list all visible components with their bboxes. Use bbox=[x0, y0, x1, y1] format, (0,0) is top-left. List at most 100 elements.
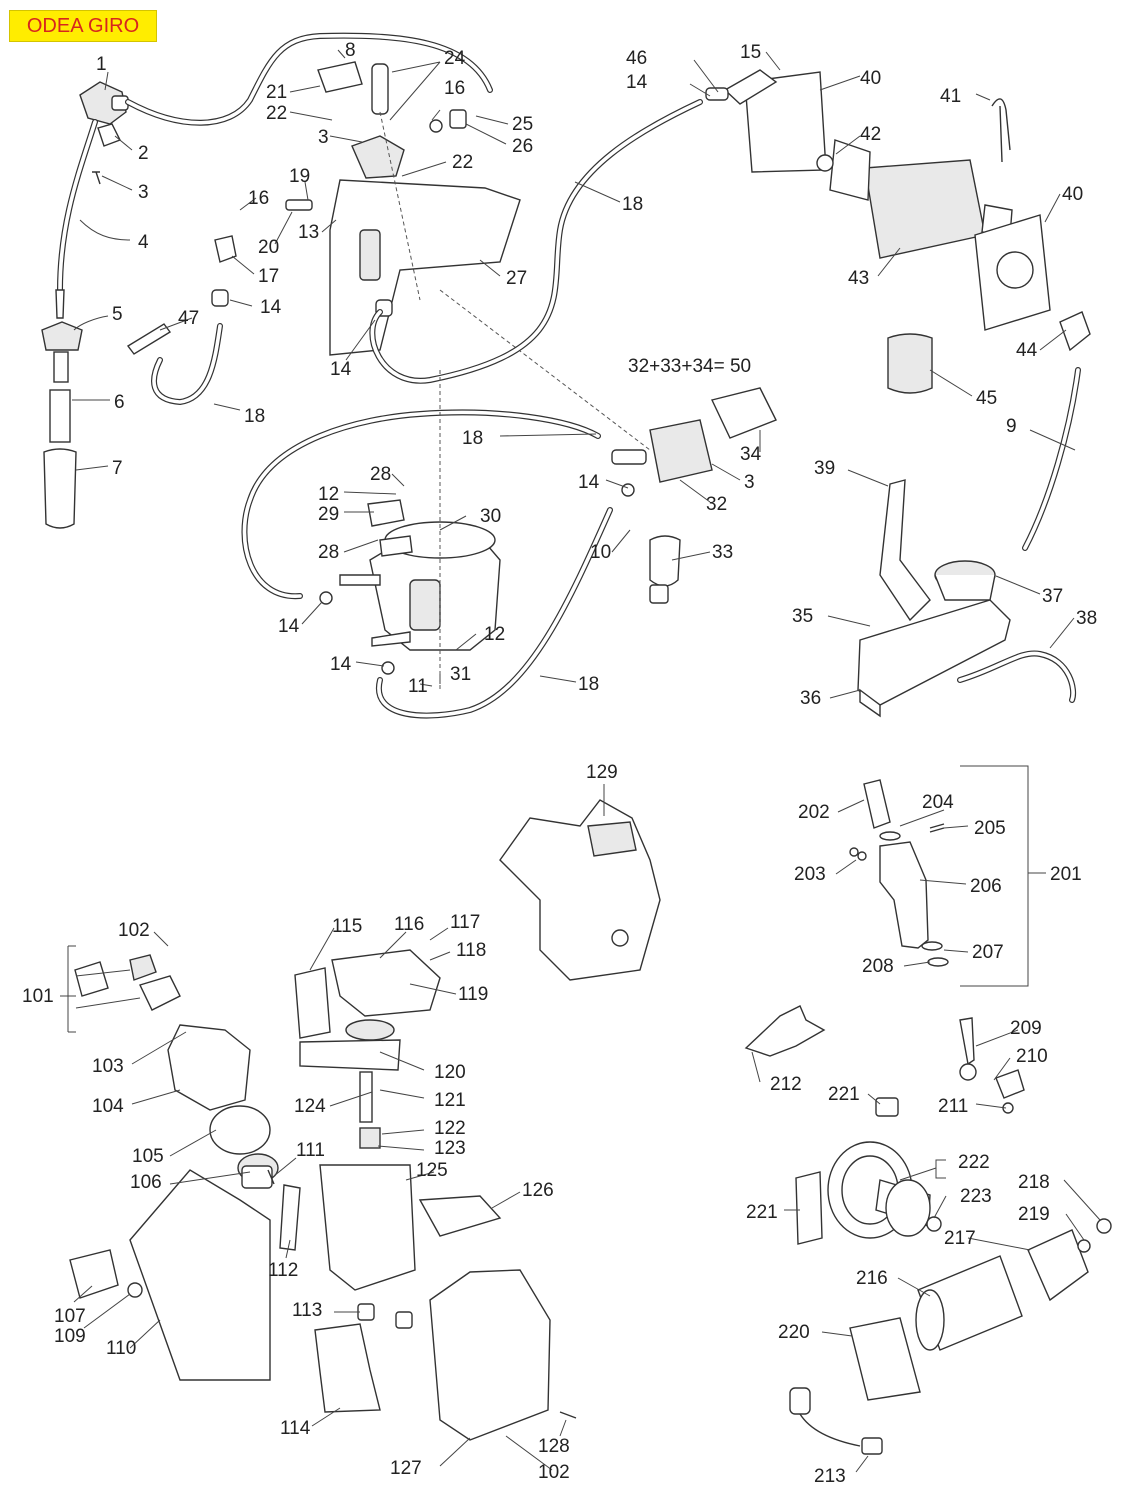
callout-label: 115 bbox=[332, 916, 362, 937]
callout-label: 44 bbox=[1016, 340, 1038, 361]
brew-group-exploded bbox=[69, 949, 577, 1441]
callout-label: 109 bbox=[54, 1326, 86, 1347]
callout-label: 14 bbox=[260, 297, 282, 318]
callout-label: 3 bbox=[318, 127, 329, 148]
callout-label: 116 bbox=[394, 914, 424, 935]
callout-label: 1 bbox=[96, 54, 107, 75]
callout-label: 4 bbox=[138, 232, 149, 253]
callout-label: 110 bbox=[106, 1338, 136, 1359]
callout-label: 31 bbox=[450, 664, 471, 685]
callout-label: 40 bbox=[860, 68, 881, 89]
callout-label: 217 bbox=[944, 1228, 976, 1249]
callout-label: 205 bbox=[974, 818, 1006, 839]
callout-label: 8 bbox=[345, 40, 356, 61]
callout-label: 5 bbox=[112, 304, 123, 325]
callout-label: 120 bbox=[434, 1062, 466, 1083]
callout-label: 2 bbox=[138, 143, 149, 164]
callout-label: 204 bbox=[922, 792, 954, 813]
callout-label: 3 bbox=[744, 472, 755, 493]
callout-label: 208 bbox=[862, 956, 894, 977]
callout-label: 14 bbox=[578, 472, 600, 493]
callout-label: 17 bbox=[258, 266, 279, 287]
callout-label: 18 bbox=[244, 406, 265, 427]
gear-motor-assembly bbox=[744, 1005, 1112, 1455]
callout-label: 122 bbox=[434, 1118, 466, 1139]
callout-label: 125 bbox=[416, 1160, 448, 1181]
callout-label: 106 bbox=[130, 1172, 162, 1193]
callout-label: 27 bbox=[506, 268, 527, 289]
callout-label: 201 bbox=[1050, 864, 1082, 885]
callout-label: 113 bbox=[292, 1300, 322, 1321]
callout-label: 36 bbox=[800, 688, 821, 709]
callout-label: 212 bbox=[770, 1074, 802, 1095]
callout-label: 103 bbox=[92, 1056, 124, 1077]
callout-label: 213 bbox=[814, 1466, 846, 1487]
callout-label: 24 bbox=[444, 48, 466, 69]
callout-label: 107 bbox=[54, 1306, 86, 1327]
callout-label: 222 bbox=[958, 1152, 990, 1173]
callout-label: 10 bbox=[590, 542, 611, 563]
callout-label: 102 bbox=[118, 920, 150, 941]
callout-label: 14 bbox=[330, 654, 352, 675]
callout-label: 6 bbox=[114, 392, 125, 413]
callout-label: 119 bbox=[458, 984, 488, 1005]
callout-label: 15 bbox=[740, 42, 761, 63]
callout-label: 12 bbox=[318, 484, 339, 505]
callout-label: 206 bbox=[970, 876, 1002, 897]
boiler-assembly bbox=[241, 370, 777, 719]
callout-label: 211 bbox=[938, 1096, 968, 1117]
model-title-badge: ODEA GIRO bbox=[9, 10, 157, 42]
callout-label: 35 bbox=[792, 606, 813, 627]
callout-label: 216 bbox=[856, 1268, 888, 1289]
callout-label: 18 bbox=[622, 194, 643, 215]
callout-label: 29 bbox=[318, 504, 339, 525]
callout-labels: 1 2 3 4 5 6 7 8 21 22 3 24 16 25 26 22 1… bbox=[22, 40, 1097, 1487]
callout-label: 105 bbox=[132, 1146, 164, 1167]
callout-label: 43 bbox=[848, 268, 869, 289]
callout-label: 3 bbox=[138, 182, 149, 203]
pump-assembly bbox=[369, 69, 1091, 551]
callout-label: 127 bbox=[390, 1458, 422, 1479]
callout-label: 210 bbox=[1016, 1046, 1048, 1067]
callout-label: 39 bbox=[814, 458, 835, 479]
callout-label: 20 bbox=[258, 237, 279, 258]
callout-label: 18 bbox=[462, 428, 483, 449]
callout-label: 202 bbox=[798, 802, 830, 823]
callout-label: 128 bbox=[538, 1436, 570, 1457]
callout-label: 207 bbox=[972, 942, 1004, 963]
leader-lines bbox=[60, 49, 1101, 1473]
callout-label: 47 bbox=[178, 308, 199, 329]
model-title: ODEA GIRO bbox=[26, 14, 140, 37]
callout-label: 18 bbox=[578, 674, 599, 695]
callout-label: 32 bbox=[706, 494, 727, 515]
callout-label: 218 bbox=[1018, 1172, 1050, 1193]
steam-valve-assembly bbox=[125, 32, 651, 451]
callout-label: 11 bbox=[408, 676, 428, 697]
callout-label: 46 bbox=[626, 48, 647, 69]
callout-label: 25 bbox=[512, 114, 533, 135]
callout-label: 13 bbox=[298, 222, 319, 243]
callout-label: 34 bbox=[740, 444, 762, 465]
callout-label: 14 bbox=[626, 72, 648, 93]
callout-label: 7 bbox=[112, 458, 123, 479]
callout-label: 22 bbox=[452, 152, 473, 173]
callout-label: 9 bbox=[1006, 416, 1017, 437]
callout-label: 219 bbox=[1018, 1204, 1050, 1225]
callout-label: 21 bbox=[266, 82, 287, 103]
callout-label: 45 bbox=[976, 388, 997, 409]
callout-label: 30 bbox=[480, 506, 501, 527]
callout-label: 117 bbox=[450, 912, 480, 933]
callout-label: 16 bbox=[248, 188, 269, 209]
steam-wand-assembly bbox=[41, 81, 129, 529]
callout-label: 14 bbox=[330, 359, 352, 380]
callout-label: 111 bbox=[296, 1140, 325, 1161]
callout-label: 221 bbox=[746, 1202, 778, 1223]
callout-label: 221 bbox=[828, 1084, 860, 1105]
callout-label: 16 bbox=[444, 78, 465, 99]
callout-label: 19 bbox=[289, 166, 310, 187]
callout-label: 223 bbox=[960, 1186, 992, 1207]
callout-label: 14 bbox=[278, 616, 300, 637]
callout-label: 123 bbox=[434, 1138, 466, 1159]
formula-label: 32+33+34= 50 bbox=[628, 356, 751, 377]
callout-label: 28 bbox=[370, 464, 391, 485]
